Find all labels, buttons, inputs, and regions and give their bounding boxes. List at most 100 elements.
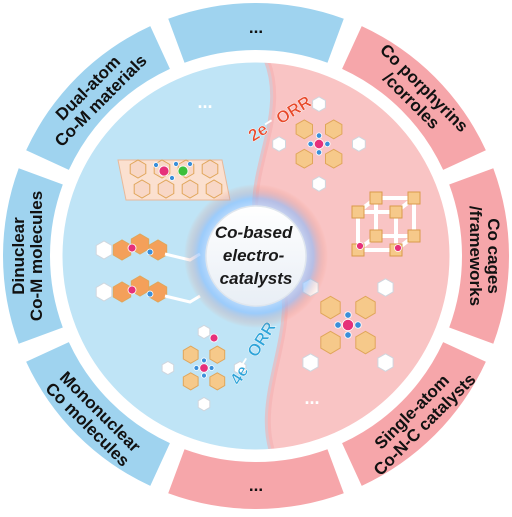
cage-node [369,229,383,243]
ring-segment-label-line: Co-M molecules [27,191,46,321]
ring-segment-label-line: Dinuclear [9,217,28,295]
sheet-hexagon [181,179,199,199]
inner-dots-bottom: ... [304,388,319,408]
cobalt-atom [199,363,209,373]
orange-hexagon [148,239,168,261]
hexagon-ring [182,372,199,391]
nitrogen-atom [354,321,362,329]
white-hexagon [312,176,326,192]
white-hexagon [352,136,366,152]
nitrogen-atom [153,162,159,168]
white-hexagon [312,96,326,112]
white-hexagon [233,360,247,376]
orange-hexagon [148,281,168,303]
nitrogen-atom [334,321,342,329]
white-hexagon [197,396,211,412]
porphyrin-top-right [272,96,366,192]
ring-segment-shape [342,26,486,170]
cage-node [369,191,383,205]
white-hexagon [197,324,211,340]
ring-segment-shape [342,342,486,486]
cage-node [407,229,421,243]
white-hexagon [95,240,113,260]
hexagon-ring [295,148,313,169]
white-hexagon [161,360,175,376]
ring-segment-shape [168,2,344,63]
center-line-3: catalysts [220,269,293,288]
ring-segment-shape [168,449,344,509]
metal-atom [177,165,189,177]
cobalt-atom [127,285,137,295]
nitrogen-atom [208,365,215,371]
illustrations [95,96,421,412]
nitrogen-atom [146,248,154,256]
sheet-hexagon [133,179,151,199]
nitrogen-atom [173,161,179,167]
ligand-chain [164,294,201,304]
nitrogen-atom [201,372,207,379]
nitrogen-atom [307,140,314,148]
hexagon-ring [325,148,343,169]
ring-segment-label-line: Co cages [484,218,503,294]
sheet-hexagon [157,179,175,199]
center-circle [205,205,307,307]
cobalt-atom [127,243,137,253]
ring-segment-label: ... [249,476,263,495]
ring-segment-shape [2,168,63,344]
center-line-1: Co-based [215,223,293,242]
hexagon-ring [295,119,313,140]
cobalt-atom [313,138,325,150]
ring-segment-shape [26,26,170,170]
nitrogen-atom [324,140,331,148]
mononuclear-molecule [161,324,247,412]
dinuclear-molecules [95,233,201,304]
ring-segment-dots-bottom: ... [168,449,344,509]
ring-segment-shape [449,168,510,344]
sheet-hexagon [201,159,219,179]
hexagon-ring [355,330,376,355]
ring-segment-label: Co cages/frameworks [466,206,503,306]
nitrogen-atom [315,149,323,156]
ring-segment-dots-top: ... [168,2,344,63]
ring-segment-label-line: ... [249,18,263,37]
co-cage [351,191,421,257]
inner-dots-top: ... [197,92,212,112]
sheet-hexagon [129,159,147,179]
nitrogen-atom [193,365,200,371]
hexagon-ring [325,119,343,140]
nitrogen-atom [315,132,323,139]
white-hexagon [377,353,394,372]
cobalt-atom [341,318,355,332]
nitrogen-atom [187,161,193,167]
nitrogen-atom [344,311,352,319]
nitrogen-atom [344,331,352,339]
hexagon-ring [209,372,226,391]
ring-segment-label: DinuclearCo-M molecules [9,191,46,321]
hexagon-ring [320,295,341,320]
center-title: Co-based electro- catalysts [215,223,297,288]
nitrogen-atom [146,290,154,298]
cage-node [407,191,421,205]
hexagon-ring [209,345,226,364]
white-hexagon [302,353,319,372]
ring-segment-dinuclear: DinuclearCo-M molecules [2,168,63,344]
single-atom-catalyst [302,278,394,372]
ring-segment-label-line: /frameworks [466,206,485,306]
white-hexagon [95,282,113,302]
cobalt-atom [158,165,170,177]
ring-segment-co-cages: Co cages/frameworks [449,168,510,344]
ring-segment-label: ... [249,18,263,37]
ring-segment-shape [26,342,170,486]
nitrogen-atom [201,357,207,364]
hexagon-ring [320,330,341,355]
hexagon-ring [355,295,376,320]
nitrogen-atom [169,175,175,181]
cobalt-atom [356,242,364,250]
cobalt-atom [394,244,402,252]
white-hexagon [377,278,394,297]
hexagon-ring [182,345,199,364]
cage-node [351,205,365,219]
charge-atom [209,333,219,343]
